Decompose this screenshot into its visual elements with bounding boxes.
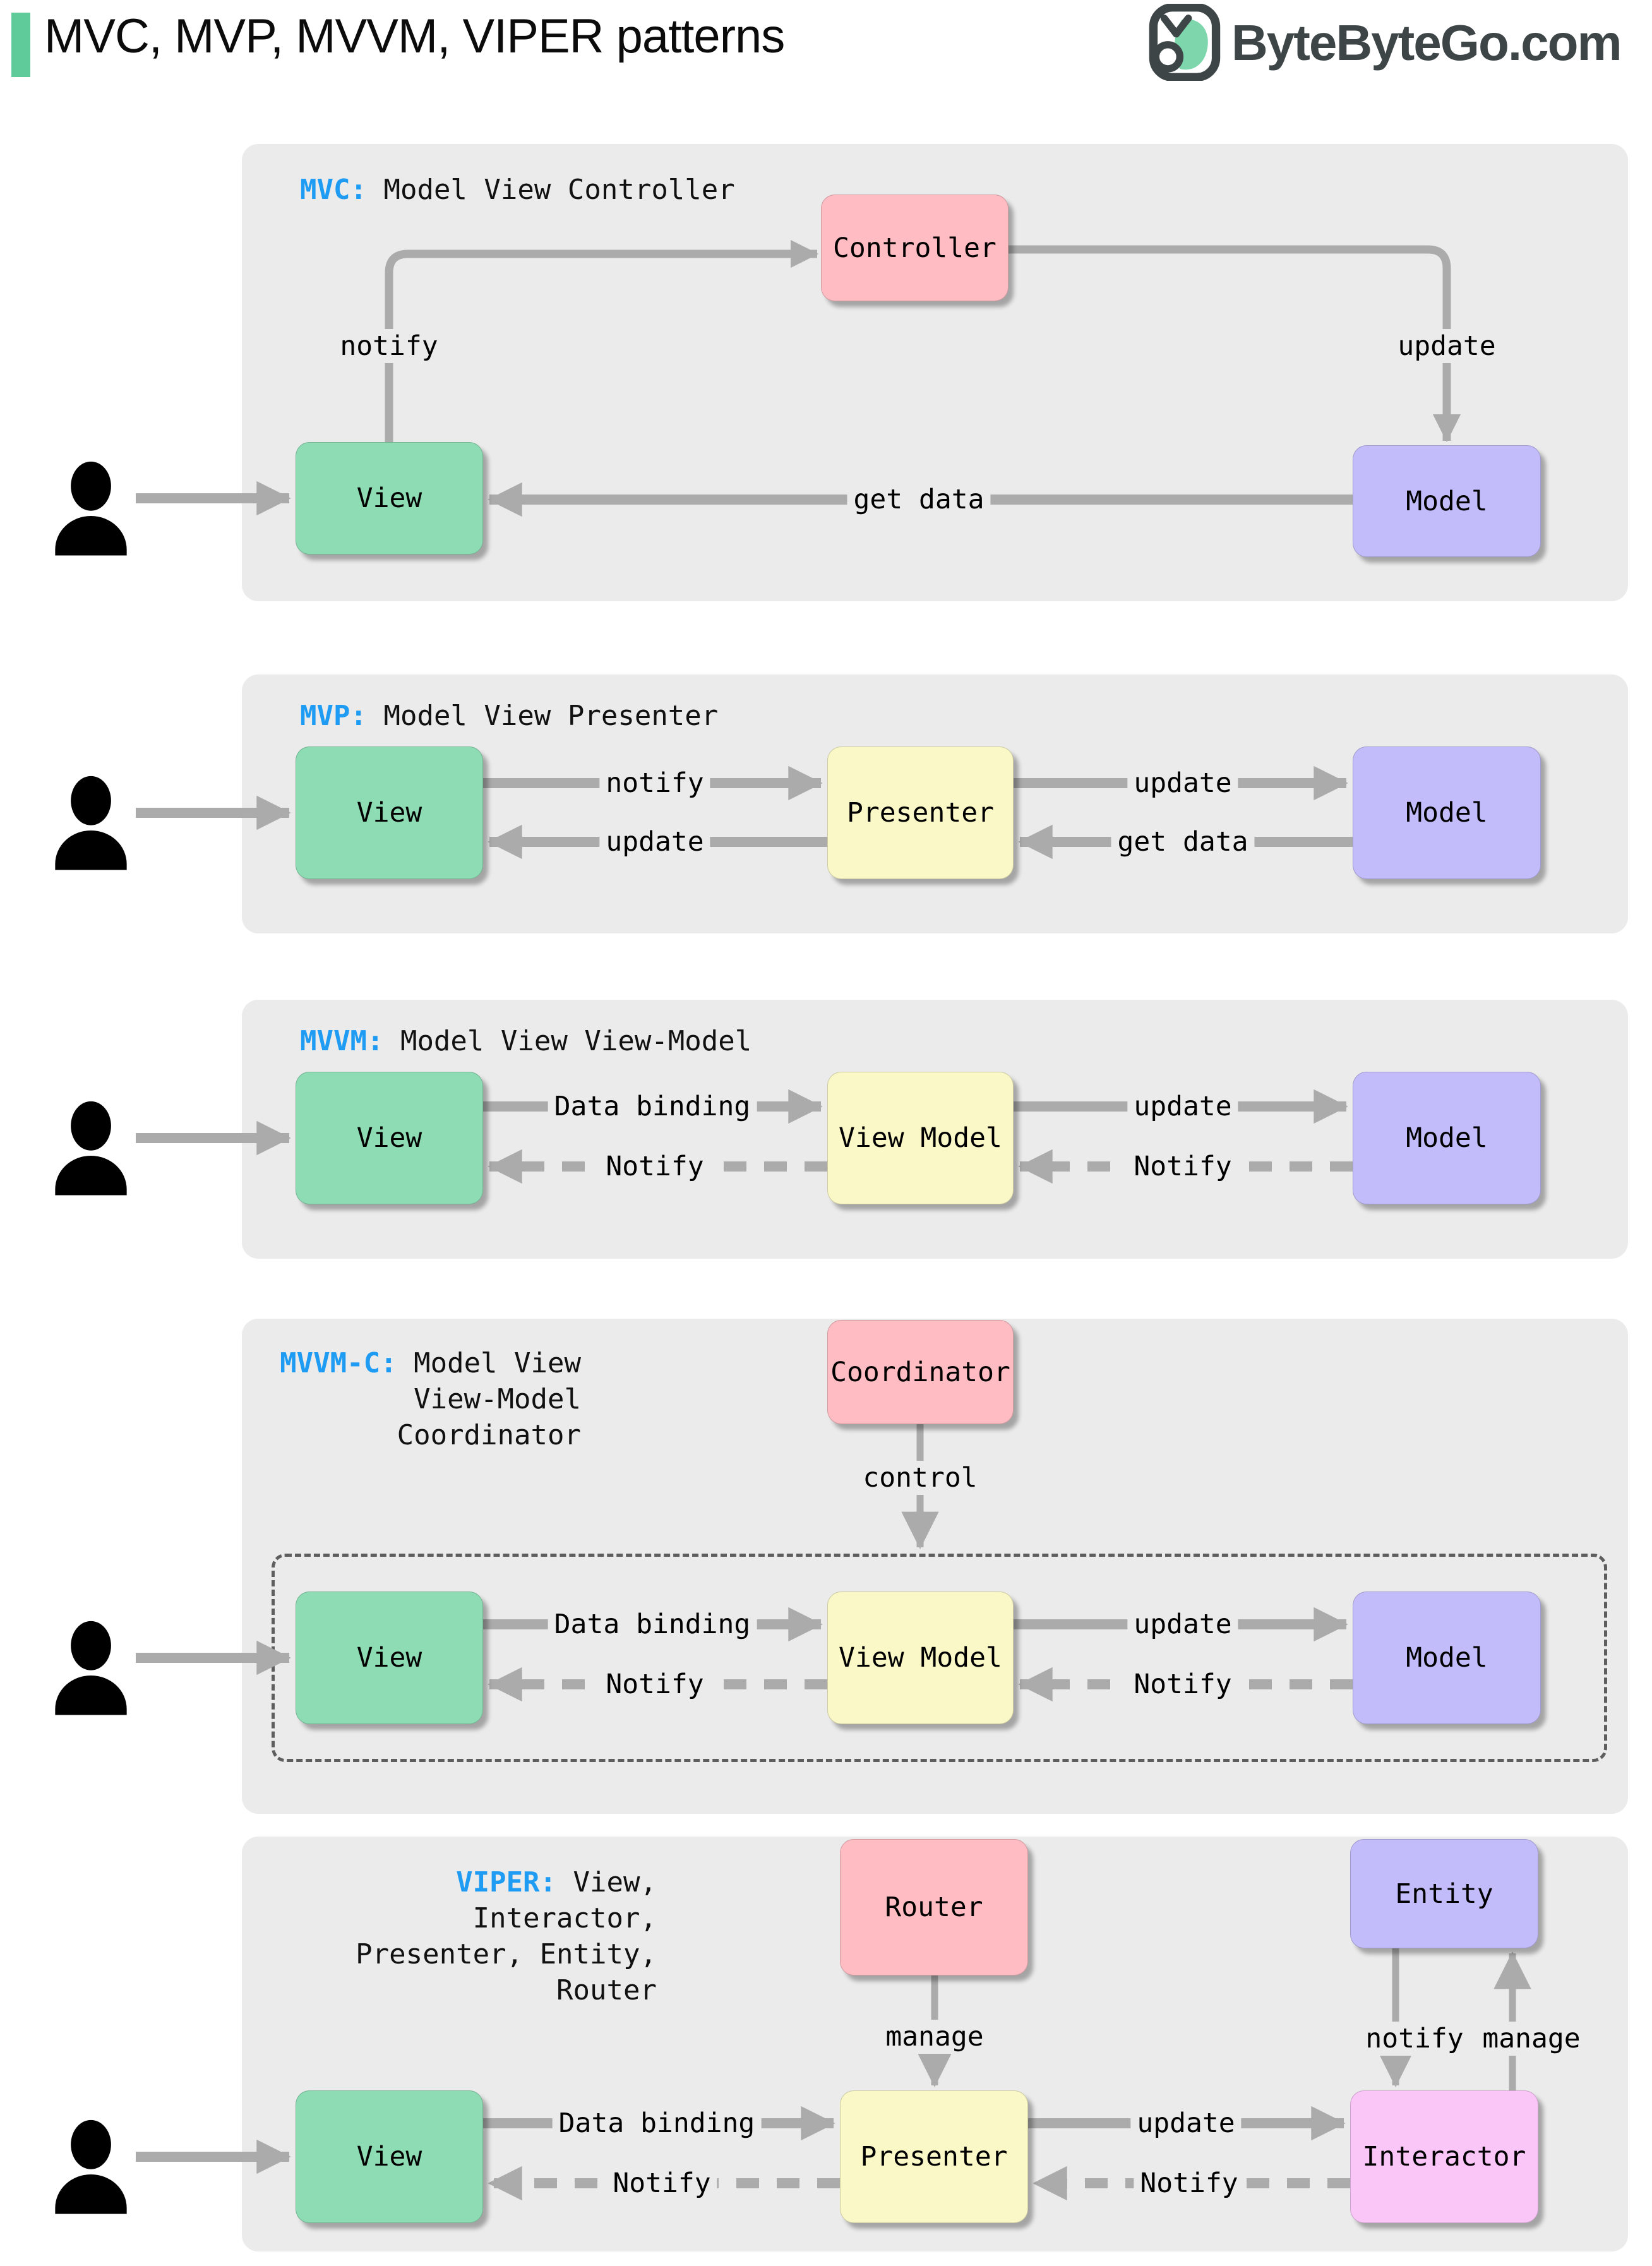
brand-name: ByteByteGo.com	[1231, 15, 1622, 71]
edge-label-notify-view-viper: Notify	[606, 2166, 717, 2200]
node-controller-mvc: Controller	[821, 195, 1009, 301]
edge-label-data-binding-viper: Data binding	[552, 2106, 762, 2140]
node-model-mvvmc: Model	[1353, 1592, 1541, 1724]
edge-label-notify-view-mvvm: Notify	[599, 1149, 710, 1184]
node-viewmodel-mvvm: View Model	[827, 1072, 1014, 1204]
node-view-mvvm: View	[296, 1072, 483, 1204]
edge-label-get-data-mvp: get data	[1111, 825, 1255, 859]
page-title: MVC, MVP, MVVM, VIPER patterns	[44, 9, 785, 63]
panel-desc-mvvmc-line2: View-Model	[414, 1383, 581, 1415]
node-view-mvvmc: View	[296, 1592, 483, 1724]
edge-label-update-mvvmc: update	[1127, 1607, 1238, 1641]
panel-abbr-mvp: MVP:	[300, 700, 367, 732]
edge-label-update-viper: update	[1130, 2106, 1242, 2140]
edge-label-data-binding-mvvm: Data binding	[548, 1089, 757, 1124]
edge-label-control-mvvmc: control	[856, 1461, 984, 1495]
panel-desc-mvp: Model View Presenter	[383, 700, 719, 732]
edge-label-manage-entity-viper: manage	[1478, 2022, 1584, 2056]
panel-abbr-mvvm: MVVM:	[300, 1025, 384, 1057]
user-icon-mvvm	[55, 1101, 127, 1196]
node-router-viper: Router	[840, 1839, 1028, 1975]
node-view-viper: View	[296, 2090, 483, 2223]
panel-desc-viper-line2: Presenter, Entity,	[356, 1938, 657, 1970]
user-icon-mvp	[55, 776, 127, 870]
panel-abbr-mvc: MVC:	[300, 174, 367, 206]
edge-label-manage-router-viper: manage	[879, 2020, 990, 2054]
edge-label-update-mvc: update	[1391, 329, 1502, 363]
node-view-mvp: View	[296, 746, 483, 879]
edge-label-update-mvvm: update	[1127, 1089, 1238, 1124]
edge-label-notify-presenter-viper: Notify	[1134, 2166, 1245, 2200]
panel-desc-viper-line3: Router	[556, 1974, 657, 2006]
user-icon-mvvmc	[55, 1621, 127, 1715]
panel-desc-viper-line1: View, Interactor,	[472, 1866, 657, 1934]
edge-label-update-view-mvp: update	[599, 825, 710, 859]
user-icon-mvc	[55, 461, 127, 556]
title-accent-bar	[11, 13, 30, 77]
node-model-mvc: Model	[1353, 445, 1541, 557]
edge-label-notify-entity-viper: notify	[1362, 2022, 1468, 2056]
panel-title-mvvm: MVVM: Model View View-Model	[300, 1023, 751, 1059]
panel-title-viper: VIPER: View, Interactor, Presenter, Enti…	[278, 1864, 657, 2008]
edge-label-notify-view-mvvmc: Notify	[599, 1667, 710, 1701]
panel-desc-mvc: Model View Controller	[383, 174, 735, 206]
edge-label-update-model-mvp: update	[1127, 766, 1238, 800]
panel-desc-mvvmc-line3: Coordinator	[397, 1419, 581, 1451]
node-interactor-viper: Interactor	[1350, 2090, 1538, 2223]
node-presenter-viper: Presenter	[840, 2090, 1028, 2223]
node-presenter-mvp: Presenter	[827, 746, 1014, 879]
node-model-mvp: Model	[1353, 746, 1541, 879]
node-entity-viper: Entity	[1350, 1839, 1538, 1948]
node-viewmodel-mvvmc: View Model	[827, 1592, 1014, 1724]
panel-abbr-mvvmc: MVVM-C:	[280, 1347, 397, 1379]
edge-label-notify-viewmodel-mvvm: Notify	[1127, 1149, 1238, 1184]
edge-label-get-data-mvc: get data	[847, 483, 991, 517]
panel-title-mvvmc: MVVM-C: Model View View-Model Coordinato…	[265, 1345, 581, 1453]
panel-abbr-viper: VIPER:	[456, 1866, 557, 1898]
node-model-mvvm: Model	[1353, 1072, 1541, 1204]
panel-title-mvc: MVC: Model View Controller	[300, 172, 735, 208]
panel-desc-mvvm: Model View View-Model	[400, 1025, 752, 1057]
node-view-mvc: View	[296, 442, 483, 555]
bytebytego-logo-icon	[1149, 4, 1221, 81]
user-icon-viper	[55, 2119, 127, 2214]
panel-title-mvp: MVP: Model View Presenter	[300, 698, 718, 734]
edge-label-data-binding-mvvmc: Data binding	[548, 1607, 757, 1641]
panel-desc-mvvmc-line1: Model View	[414, 1347, 581, 1379]
edge-label-notify-mvp: notify	[599, 766, 710, 800]
node-coordinator-mvvmc: Coordinator	[827, 1320, 1014, 1424]
edge-label-notify-viewmodel-mvvmc: Notify	[1127, 1667, 1238, 1701]
edge-label-notify-mvc: notify	[333, 329, 445, 363]
